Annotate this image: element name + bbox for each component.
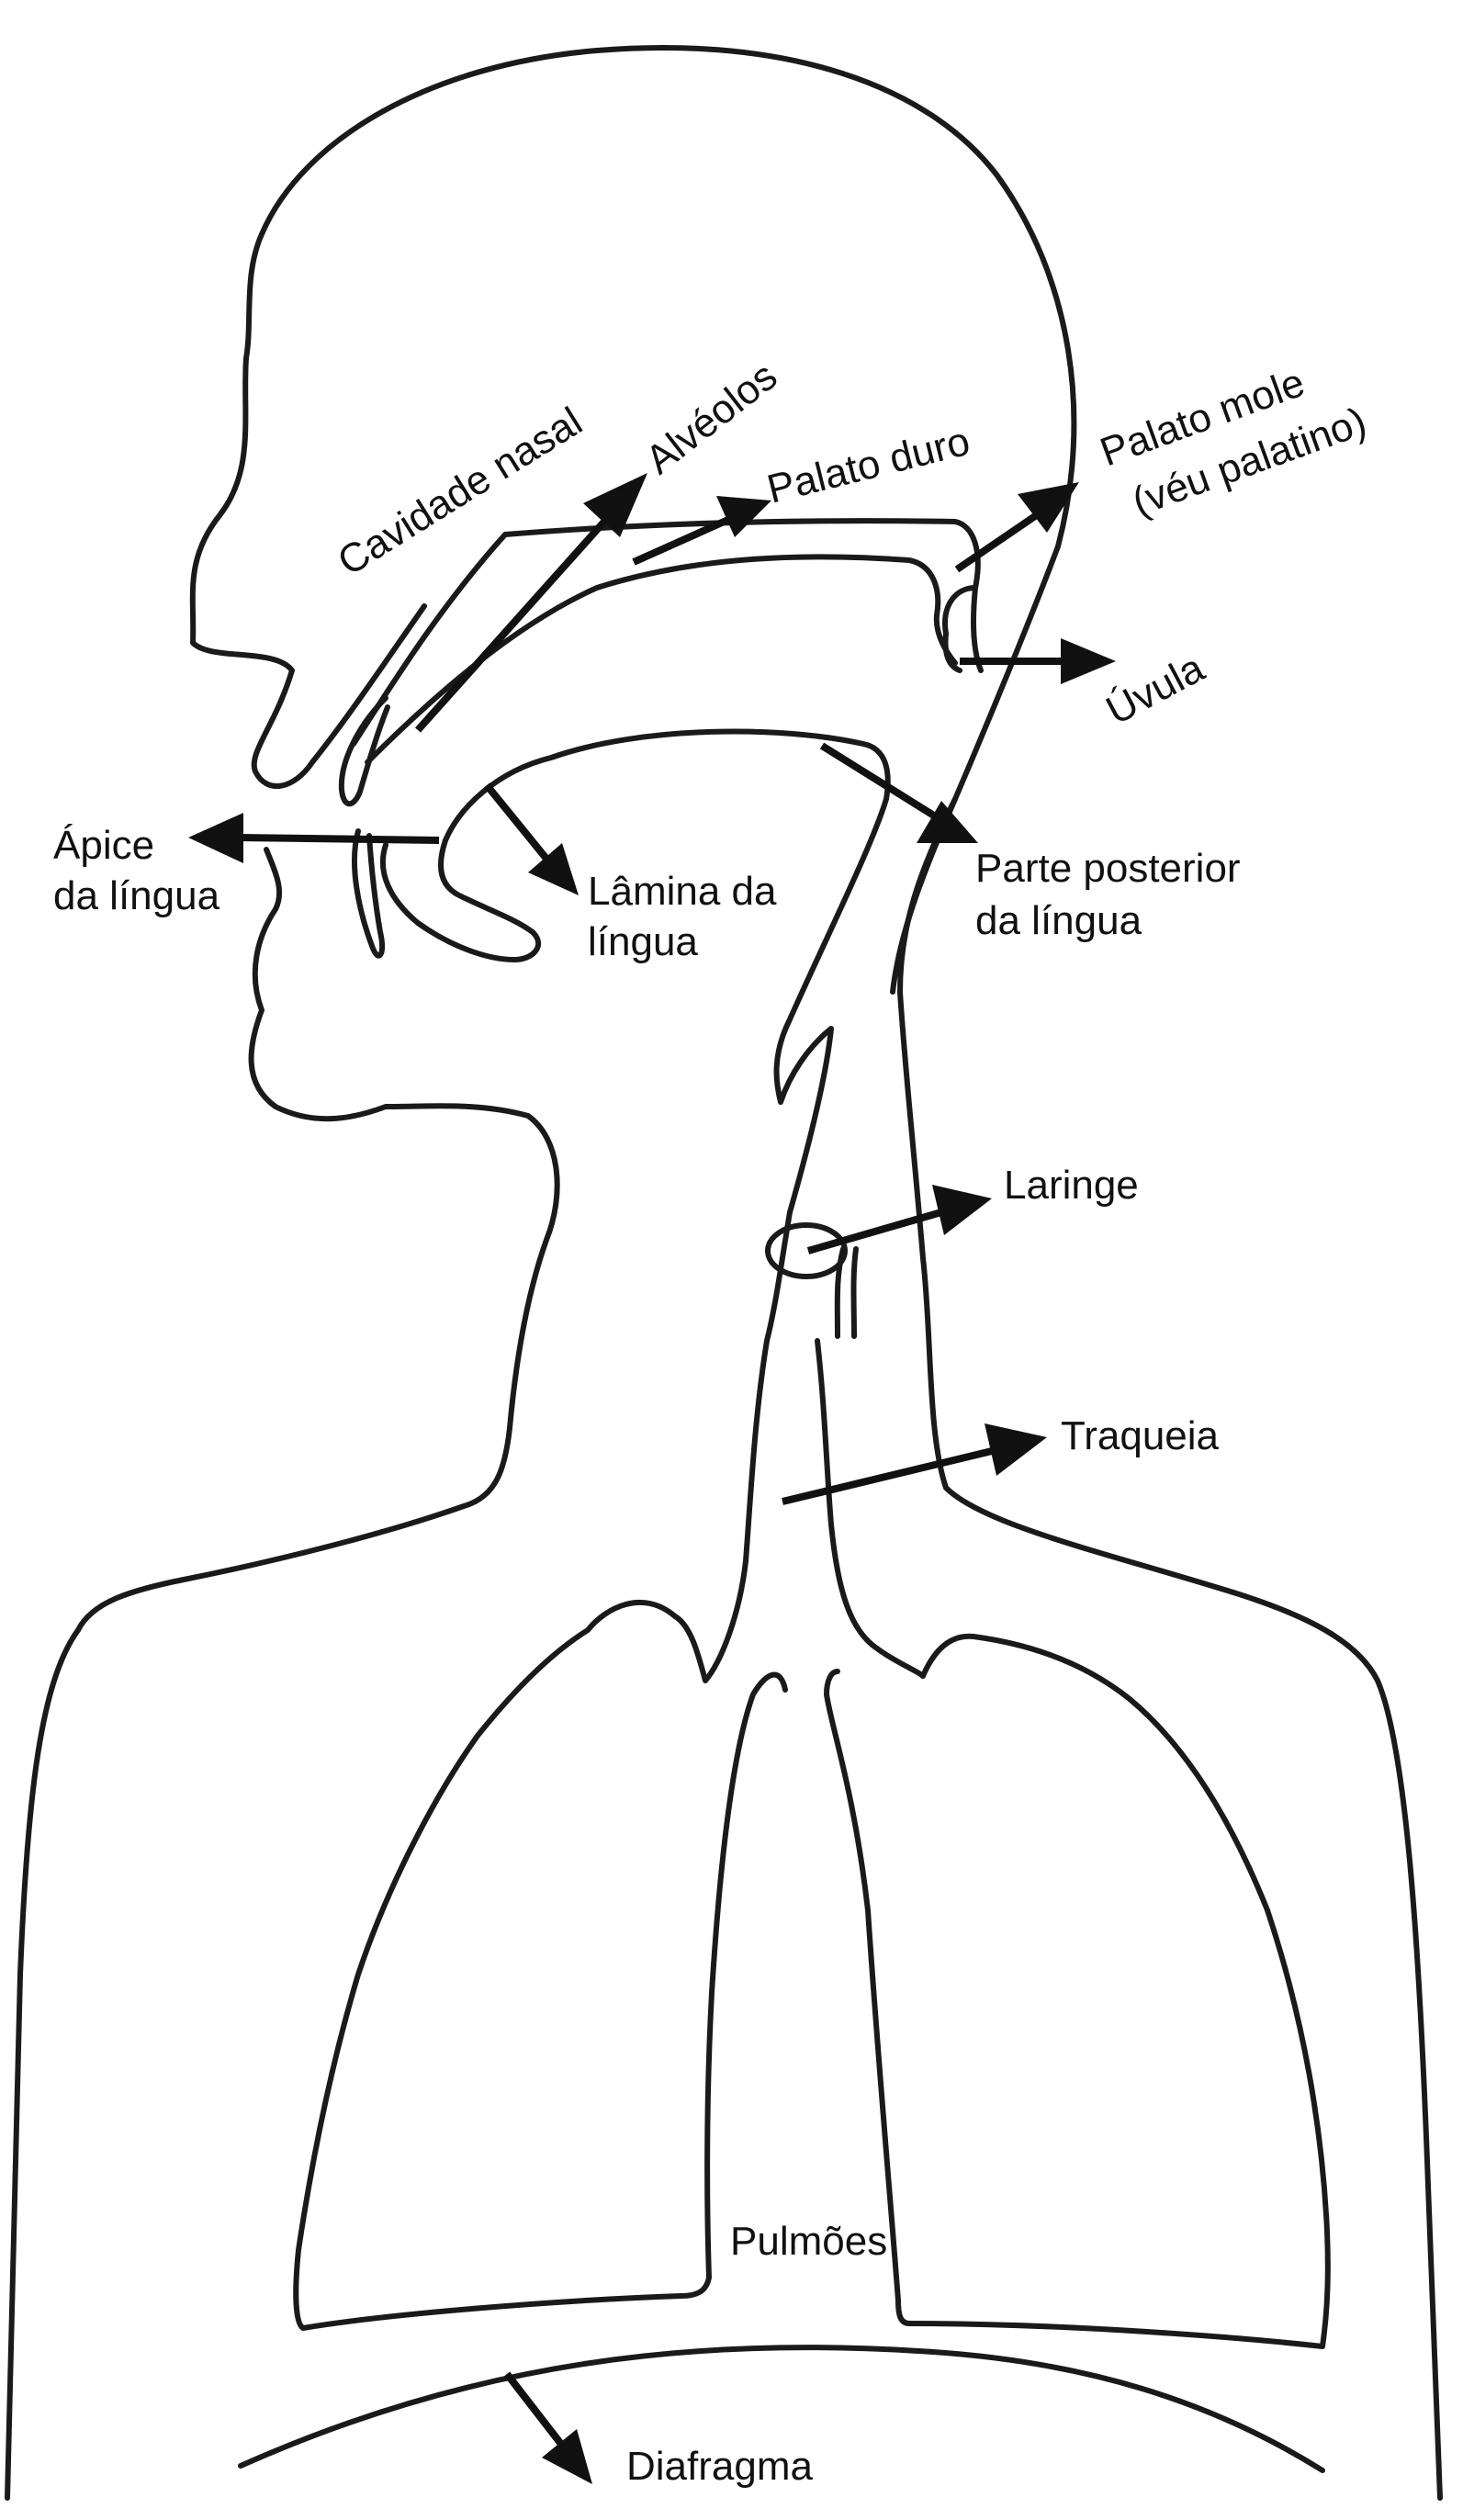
hard-palate-outline bbox=[365, 554, 958, 765]
arrow-apice bbox=[188, 813, 440, 863]
chin-outline bbox=[75, 847, 560, 1633]
label-traqueia: Traqueia bbox=[1061, 1413, 1220, 1458]
diaphragm-outline bbox=[238, 2345, 1325, 2473]
arrow-palato-mole bbox=[954, 482, 1079, 573]
vocal-fold-right bbox=[850, 1246, 859, 1339]
vocal-fold-left bbox=[834, 1246, 846, 1339]
arrow-laringe bbox=[806, 1185, 992, 1254]
arrow-lamina bbox=[483, 782, 579, 895]
label-apice-line1: Ápice bbox=[53, 823, 154, 868]
arrow-traqueia bbox=[782, 1423, 1047, 1505]
label-alveolos: Alvéolos bbox=[637, 354, 785, 483]
upper-lip-outline bbox=[338, 695, 390, 807]
left-torso-outline bbox=[5, 1627, 81, 2501]
left-lung-outline bbox=[293, 1600, 788, 2331]
trachea-right-wall bbox=[815, 1338, 926, 1679]
arrow-uvula bbox=[960, 638, 1116, 684]
arrow-alveolos bbox=[415, 473, 647, 733]
respiratory-anatomy bbox=[238, 1222, 1331, 2473]
arrow-palato-duro bbox=[632, 496, 771, 566]
tongue-outline bbox=[443, 728, 891, 1344]
labels: Cavidade nasal Alvéolos Palato duro Pala… bbox=[53, 354, 1372, 2489]
lower-lip-outline bbox=[352, 828, 386, 959]
larynx-ring bbox=[765, 1222, 848, 1279]
label-uvula: Úvula bbox=[1099, 646, 1212, 734]
label-pulmoes: Pulmões bbox=[730, 2219, 887, 2264]
label-apice-line2: da língua bbox=[53, 873, 220, 918]
label-cavidade-nasal: Cavidade nasal bbox=[330, 399, 590, 584]
arrow-diafragma bbox=[503, 2371, 592, 2484]
velum-outline bbox=[942, 585, 978, 673]
right-neck-outline bbox=[897, 544, 1443, 2501]
arrow-parte-posterior bbox=[819, 742, 978, 843]
label-parte-posterior-line2: da língua bbox=[975, 898, 1142, 943]
nasal-cavity-outline bbox=[351, 518, 984, 747]
pointer-arrows bbox=[188, 473, 1116, 2484]
label-diafragma: Diafragma bbox=[626, 2444, 813, 2489]
tongue-tip-outline bbox=[379, 838, 542, 962]
head-outline bbox=[189, 44, 1077, 789]
label-palato-duro: Palato duro bbox=[763, 419, 974, 512]
trachea-left-wall bbox=[672, 1338, 770, 1683]
label-lamina-line1: Lâmina da bbox=[588, 869, 777, 914]
label-parte-posterior-line1: Parte posterior bbox=[975, 846, 1241, 891]
label-lamina-line2: língua bbox=[588, 919, 698, 964]
right-lung-outline bbox=[824, 1633, 1331, 2349]
label-laringe: Laringe bbox=[1004, 1163, 1139, 1208]
